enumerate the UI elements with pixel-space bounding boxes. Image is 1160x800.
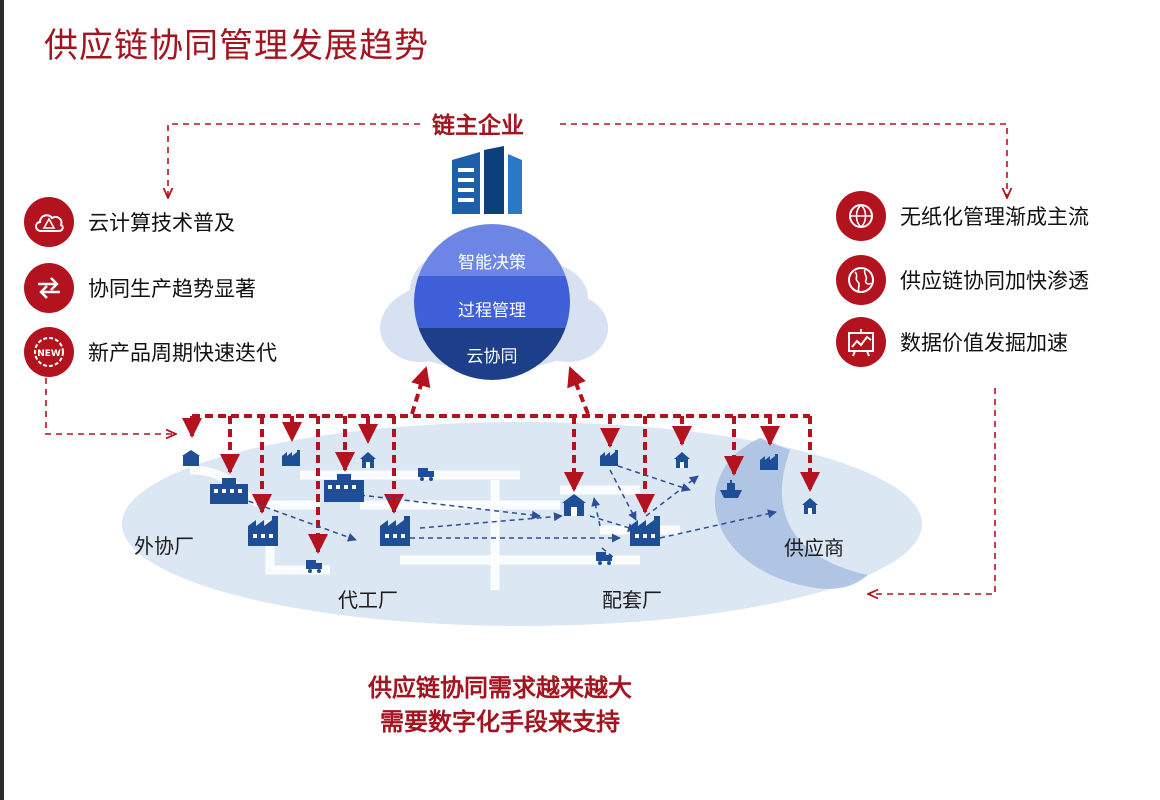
- factory-icon: [248, 516, 278, 546]
- node-label-oem: 代工厂: [338, 588, 398, 612]
- bottom-note-line-2: 需要数字化手段来支持: [380, 708, 620, 736]
- trend-item-data-value: 数据价值发掘加速: [836, 316, 1068, 368]
- node-label-outsourcing: 外协厂: [134, 534, 194, 558]
- top-dashed-connector: [45, 123, 1007, 594]
- trend-item-new-product: NEW 新产品周期快速迭代: [24, 326, 277, 378]
- trend-item-collab: 协同生产趋势显著: [24, 262, 256, 314]
- layer-decision: 智能决策: [458, 253, 526, 273]
- truck-icon: [306, 560, 322, 573]
- factory-icon: [380, 516, 410, 546]
- page-title: 供应链协同管理发展趋势: [44, 26, 429, 66]
- house-icon: [802, 498, 818, 514]
- small-factory-icon: [282, 450, 300, 466]
- globe-icon: [836, 255, 886, 305]
- trend-item-paperless: 无纸化管理渐成主流: [836, 190, 1089, 242]
- house-icon: [562, 494, 586, 516]
- warehouse-icon: [182, 450, 200, 466]
- trend-item-label: 新产品周期快速迭代: [88, 341, 277, 365]
- trend-item-label: 无纸化管理渐成主流: [900, 205, 1089, 229]
- factory-icon: [630, 516, 660, 546]
- svg-text:NEW: NEW: [37, 349, 61, 359]
- new-badge-icon: NEW: [24, 327, 74, 377]
- headquarters-building-icon: [452, 146, 522, 214]
- truck-icon: [596, 552, 612, 565]
- crescent-shape: [714, 438, 868, 589]
- cloud-alert-icon: [24, 197, 74, 247]
- exchange-arrows-icon: [24, 263, 74, 313]
- node-label-supplier: 供应商: [784, 536, 844, 560]
- chart-board-icon: [836, 317, 886, 367]
- trend-item-label: 供应链协同加快渗透: [900, 269, 1089, 293]
- layer-cloud-collab: 云协同: [466, 347, 518, 367]
- trend-item-label: 协同生产趋势显著: [88, 277, 256, 301]
- core-sphere: 智能决策 过程管理 云协同: [414, 224, 570, 380]
- bottom-note-line-1: 供应链协同需求越来越大: [368, 674, 632, 702]
- office-building-icon: [324, 474, 364, 502]
- trend-item-label: 云计算技术普及: [88, 211, 235, 235]
- small-factory-icon: [760, 454, 778, 470]
- trend-item-penetration: 供应链协同加快渗透: [836, 254, 1089, 306]
- chain-leader-label: 链主企业: [432, 113, 524, 139]
- trend-item-label: 数据价值发掘加速: [900, 331, 1068, 355]
- red-bus: [182, 414, 820, 554]
- left-edge-rule: [0, 0, 4, 800]
- node-label-supporting: 配套厂: [602, 588, 662, 612]
- office-building-icon: [210, 478, 248, 504]
- house-icon: [674, 452, 690, 468]
- house-icon: [360, 452, 376, 468]
- small-factory-icon: [600, 450, 618, 466]
- truck-icon: [418, 468, 434, 481]
- blue-flows: [239, 465, 777, 559]
- trend-item-cloud: 云计算技术普及: [24, 196, 235, 248]
- layer-process: 过程管理: [458, 301, 526, 321]
- ship-icon: [720, 480, 742, 498]
- globe-hand-icon: [836, 191, 886, 241]
